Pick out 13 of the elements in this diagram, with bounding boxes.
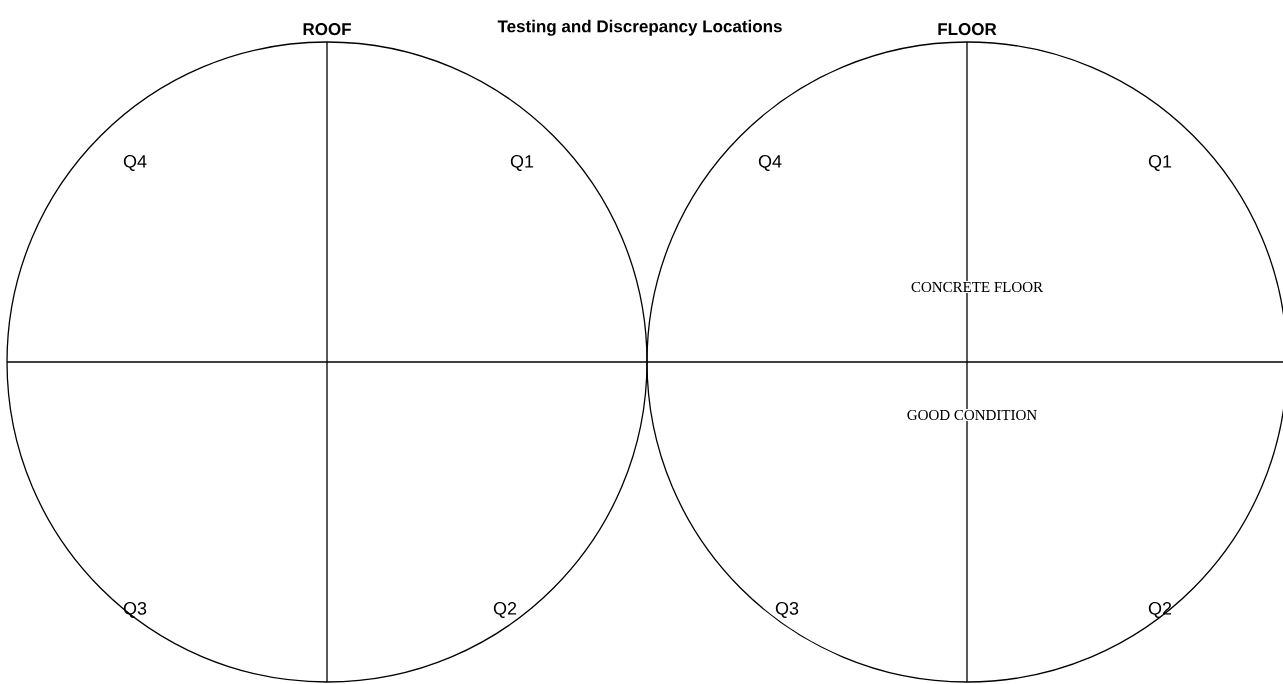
quadrant-label: Q4 bbox=[758, 155, 782, 171]
annotation-text: CONCRETE FLOOR bbox=[909, 280, 1045, 293]
quadrant-label: Q4 bbox=[123, 155, 147, 171]
quadrant-label: Q2 bbox=[493, 602, 517, 618]
title: Testing and Discrepancy Locations bbox=[497, 19, 782, 36]
annotation-text: GOOD CONDITION bbox=[905, 408, 1039, 421]
quadrant-label: Q3 bbox=[123, 602, 147, 618]
quadrant-label: Q3 bbox=[775, 602, 799, 618]
quadrant-label: Q1 bbox=[1148, 155, 1172, 171]
quadrant-label: Q2 bbox=[1148, 602, 1172, 618]
node-label: ROOF bbox=[303, 23, 351, 36]
node-label: FLOOR bbox=[938, 23, 997, 36]
quadrant-label: Q1 bbox=[510, 155, 534, 171]
